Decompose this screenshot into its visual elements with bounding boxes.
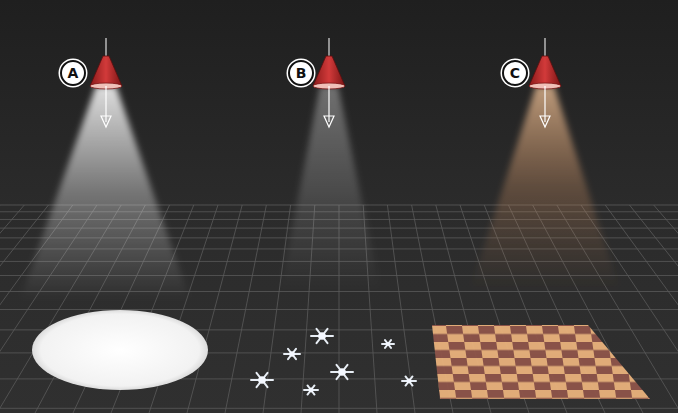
snowflake — [251, 373, 273, 387]
snowflake — [304, 385, 318, 394]
spotlight — [529, 38, 561, 127]
grid-line — [0, 205, 1, 413]
snowflake-core — [258, 376, 266, 384]
snowflake-core — [386, 342, 390, 346]
snowflake — [311, 329, 333, 343]
snowflake — [331, 365, 353, 379]
grid-line — [187, 205, 242, 413]
grid-line — [387, 205, 415, 413]
grid-line — [0, 205, 24, 413]
light-cone — [529, 56, 561, 86]
snowflake-core — [318, 332, 326, 340]
callout-letter: C — [502, 60, 528, 86]
light-stem — [105, 38, 106, 56]
direction-arrowhead — [324, 116, 334, 127]
light-stem — [328, 38, 329, 56]
grid-line — [654, 205, 678, 413]
snowflake-core — [407, 379, 412, 384]
callout-letter: A — [60, 60, 86, 86]
grid-line — [225, 205, 266, 413]
direction-arrowhead — [101, 116, 111, 127]
snowflake-core — [289, 351, 295, 357]
light-cone — [313, 56, 345, 86]
grid-line — [0, 205, 49, 413]
grid-line — [263, 205, 291, 413]
snowflake — [402, 376, 416, 385]
spotlight — [313, 38, 345, 127]
snowflake-core — [309, 388, 314, 393]
snowflake — [382, 340, 394, 348]
snowflake — [284, 349, 300, 359]
grid-line — [629, 205, 678, 413]
direction-arrowhead — [540, 116, 550, 127]
snowflake-core — [338, 368, 346, 376]
callout-letter: B — [288, 60, 314, 86]
light-cone — [90, 56, 122, 86]
light-stem — [544, 38, 545, 56]
spotlight — [90, 38, 122, 127]
snowflake-pattern — [251, 329, 416, 395]
